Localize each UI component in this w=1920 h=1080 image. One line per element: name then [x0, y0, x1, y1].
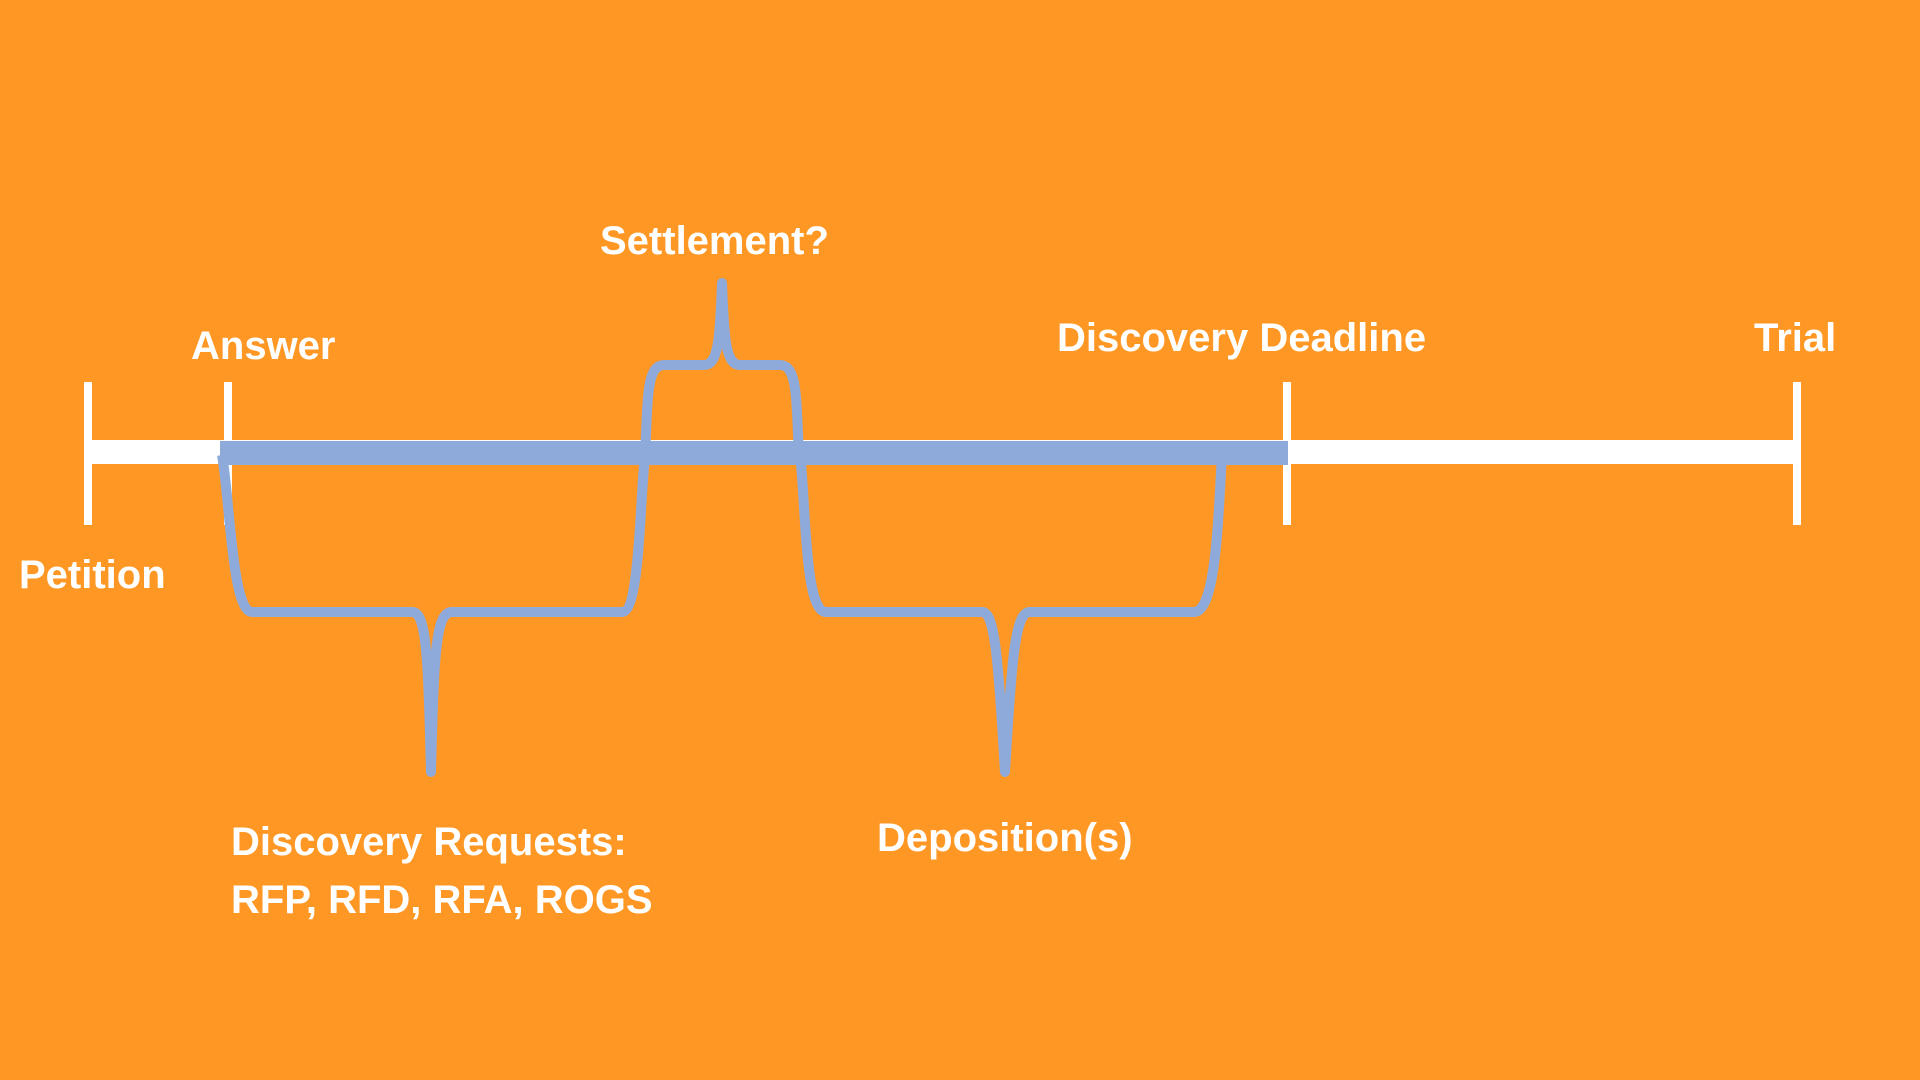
label-trial: Trial	[1754, 316, 1837, 360]
tick-trial	[1793, 382, 1801, 525]
bracket-settlement	[640, 278, 804, 456]
discovery-period-bar	[220, 441, 1288, 465]
label-settlement: Settlement?	[600, 219, 829, 263]
label-discovery-requests-line1: Discovery Requests:	[231, 820, 627, 864]
bracket-depositions	[795, 454, 1227, 777]
bracket-discovery-requests	[217, 453, 651, 777]
label-petition: Petition	[19, 553, 166, 597]
tick-petition	[84, 382, 92, 525]
label-discovery-requests-line2: RFP, RFD, RFA, ROGS	[231, 878, 653, 922]
label-depositions: Deposition(s)	[877, 816, 1133, 860]
label-discovery-deadline: Discovery Deadline	[1057, 316, 1427, 360]
label-answer: Answer	[191, 324, 336, 368]
